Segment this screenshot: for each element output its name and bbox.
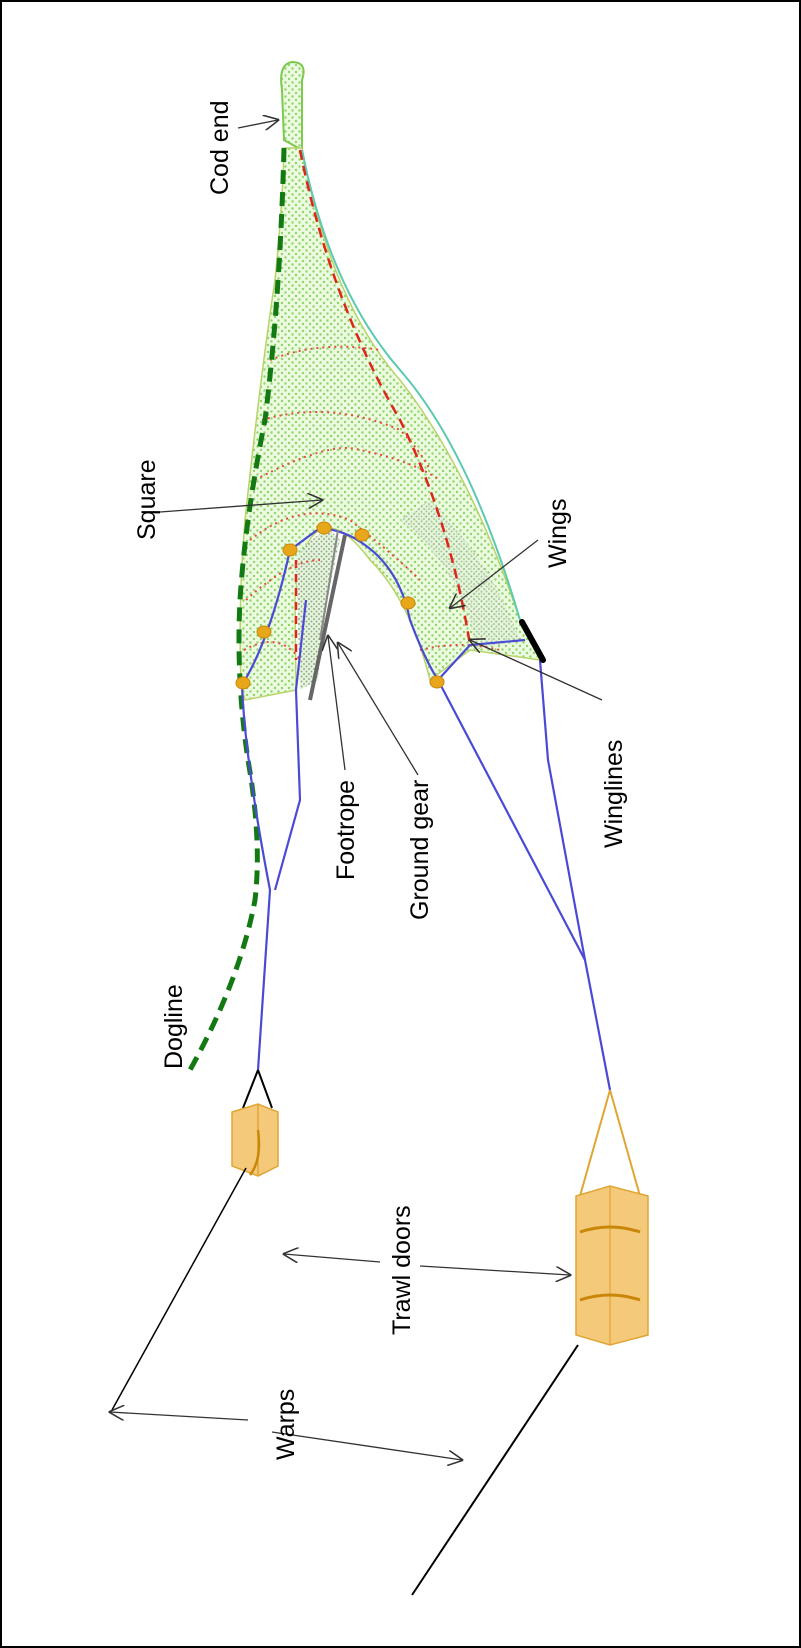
- arrow-wings: [450, 539, 539, 608]
- dogline: [187, 147, 287, 1072]
- seam-red-dashed: [298, 149, 472, 646]
- label-cod-end: Cod end: [206, 100, 234, 195]
- label-square: Square: [133, 459, 161, 540]
- annotation-arrows: [110, 120, 603, 1460]
- warp-large: [411, 1344, 579, 1596]
- label-footrope: Footrope: [332, 780, 360, 880]
- selvedge-teal: [301, 149, 521, 621]
- arrow-warps-large: [271, 1431, 462, 1460]
- wing-panel-lower: [400, 500, 520, 650]
- label-warps: Warps: [272, 1389, 300, 1460]
- arrow-square: [159, 500, 322, 513]
- footrope-bar: [319, 529, 339, 641]
- square-panel: [296, 530, 340, 690]
- arrow-winglines: [470, 640, 603, 701]
- label-wings: Wings: [544, 499, 572, 568]
- trawl-door-small: [231, 1069, 279, 1177]
- label-ground-gear: Ground gear: [406, 780, 434, 920]
- label-trawl-doors: Trawl doors: [388, 1205, 416, 1335]
- arrow-cod-end: [237, 120, 278, 128]
- mesh-transition-lines: [243, 345, 501, 661]
- floats: [235, 521, 445, 690]
- arrow-footrope: [328, 636, 346, 771]
- labels: Cod end Square Wings Footrope Ground gea…: [133, 100, 628, 1460]
- wing-end-bar: [519, 619, 546, 663]
- arrow-doors-small: [284, 1254, 381, 1262]
- ground-gear-bar: [308, 534, 347, 701]
- arrow-doors-large: [419, 1265, 570, 1275]
- label-winglines: Winglines: [600, 740, 628, 848]
- arrow-ground-gear: [338, 643, 419, 776]
- label-dogline: Dogline: [160, 984, 188, 1069]
- arrow-warps-small: [110, 1412, 249, 1421]
- trawl-door-large: [575, 1089, 649, 1346]
- warp-small: [111, 1167, 247, 1411]
- cod-end: [280, 60, 305, 152]
